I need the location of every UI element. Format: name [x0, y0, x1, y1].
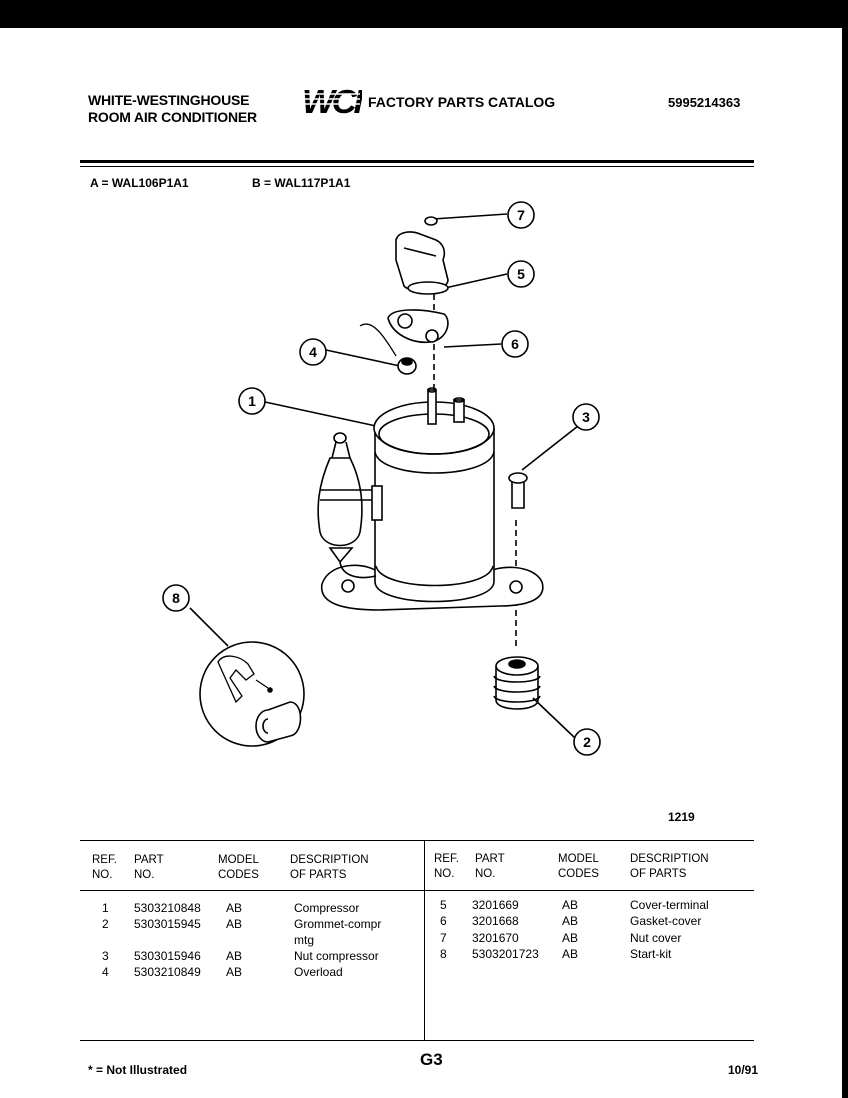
model-b: B = WAL117P1A1 [252, 176, 351, 190]
revision-date: 10/91 [728, 1063, 759, 1077]
table-top-rule [80, 840, 754, 841]
model-a: A = WAL106P1A1 [90, 176, 189, 190]
svg-text:7: 7 [517, 207, 525, 223]
svg-text:8: 8 [172, 590, 180, 606]
header-rule-thin [80, 166, 754, 167]
svg-text:1: 1 [248, 393, 256, 409]
manufacturer-line2: ROOM AIR CONDITIONER [88, 109, 257, 125]
svg-text:4: 4 [309, 344, 317, 360]
page-number: G3 [420, 1050, 443, 1069]
callout-4: 4 [299, 338, 327, 366]
table-divider [424, 841, 425, 1040]
doc-number: 5995214363 [668, 95, 741, 110]
svg-text:2: 2 [583, 734, 591, 750]
logo-text: WCI [302, 84, 362, 118]
svg-text:5: 5 [517, 266, 525, 282]
not-illustrated-note: * = Not Illustrated [88, 1063, 188, 1077]
callout-2: 2 [573, 728, 601, 756]
callout-5: 5 [507, 260, 535, 288]
catalog-title: FACTORY PARTS CATALOG [368, 94, 556, 110]
exploded-diagram [189, 213, 579, 747]
hdr-ref-right: REF.NO. [434, 853, 459, 880]
svg-text:3: 3 [582, 409, 590, 425]
manufacturer-block: WHITE-WESTINGHOUSE ROOM AIR CONDITIONER [88, 92, 257, 126]
callout-8: 8 [162, 584, 190, 612]
top-border [0, 0, 848, 28]
manufacturer-line1: WHITE-WESTINGHOUSE [88, 92, 250, 108]
callout-7: 7 [507, 201, 535, 229]
hdr-ref-left: REF.NO. [92, 854, 117, 881]
table-header-rule [80, 890, 754, 891]
right-border [842, 0, 848, 1098]
callout-3: 3 [572, 403, 600, 431]
callout-6: 6 [501, 330, 529, 358]
callout-1: 1 [238, 387, 266, 415]
figure-number: 1219 [668, 810, 695, 824]
header-rule [80, 160, 754, 163]
table-bottom-rule [80, 1040, 754, 1041]
svg-text:6: 6 [511, 336, 519, 352]
wci-logo: WCI [302, 84, 362, 118]
